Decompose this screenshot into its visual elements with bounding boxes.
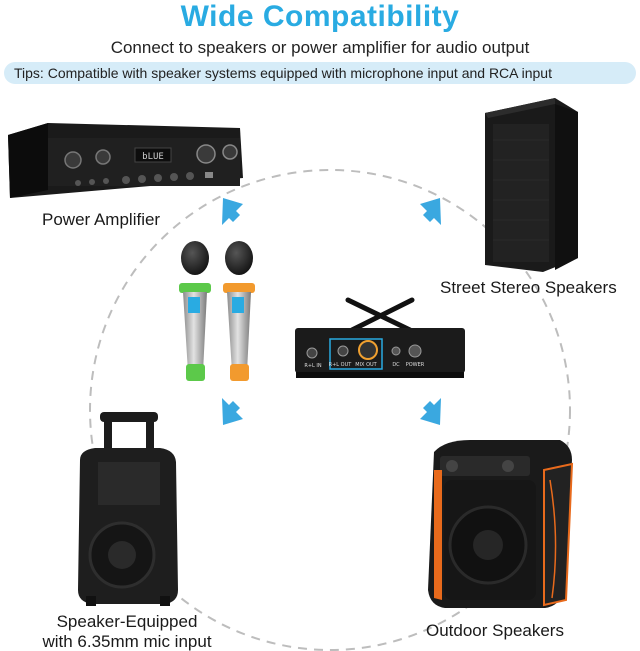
speaker-equipped-image <box>78 412 178 606</box>
tips-banner: Tips: Compatible with speaker systems eq… <box>4 62 636 84</box>
port-power-label: POWER <box>406 362 425 368</box>
power-amplifier-label: Power Amplifier <box>42 210 161 229</box>
power-amplifier-image: bLUE <box>8 123 243 198</box>
street-speakers-label: Street Stereo Speakers <box>440 278 617 297</box>
page-subtitle: Connect to speakers or power amplifier f… <box>110 38 530 57</box>
speaker-equipped-label-line2: with 6.35mm mic input <box>42 632 212 651</box>
connection-circle <box>89 169 571 651</box>
port-rl-in-label: R+L IN <box>304 363 322 369</box>
page-title: Wide Compatibility <box>180 0 460 33</box>
arrow-to-street-speakers <box>420 198 441 225</box>
outdoor-speaker-image <box>428 440 574 608</box>
wireless-microphones-image <box>179 241 255 381</box>
receiver-image: R+L IN R+L OUT MIX OUT DC POWER <box>295 297 465 378</box>
arrow-to-speaker-equipped <box>222 398 243 425</box>
port-dc-label: DC <box>392 362 400 368</box>
outdoor-speakers-label: Outdoor Speakers <box>426 621 564 640</box>
arrow-to-amplifier <box>222 198 243 225</box>
port-rl-out-label: R+L OUT <box>329 362 353 368</box>
port-mix-out-label: MIX OUT <box>355 362 377 368</box>
speaker-equipped-label-line1: Speaker-Equipped <box>56 612 198 631</box>
arrow-to-outdoor-speakers <box>420 398 441 425</box>
street-speaker-image <box>485 98 578 272</box>
speaker-equipped-label: Speaker-Equipped with 6.35mm mic input <box>0 612 254 651</box>
arrows <box>222 198 441 425</box>
amplifier-display: bLUE <box>142 152 164 162</box>
